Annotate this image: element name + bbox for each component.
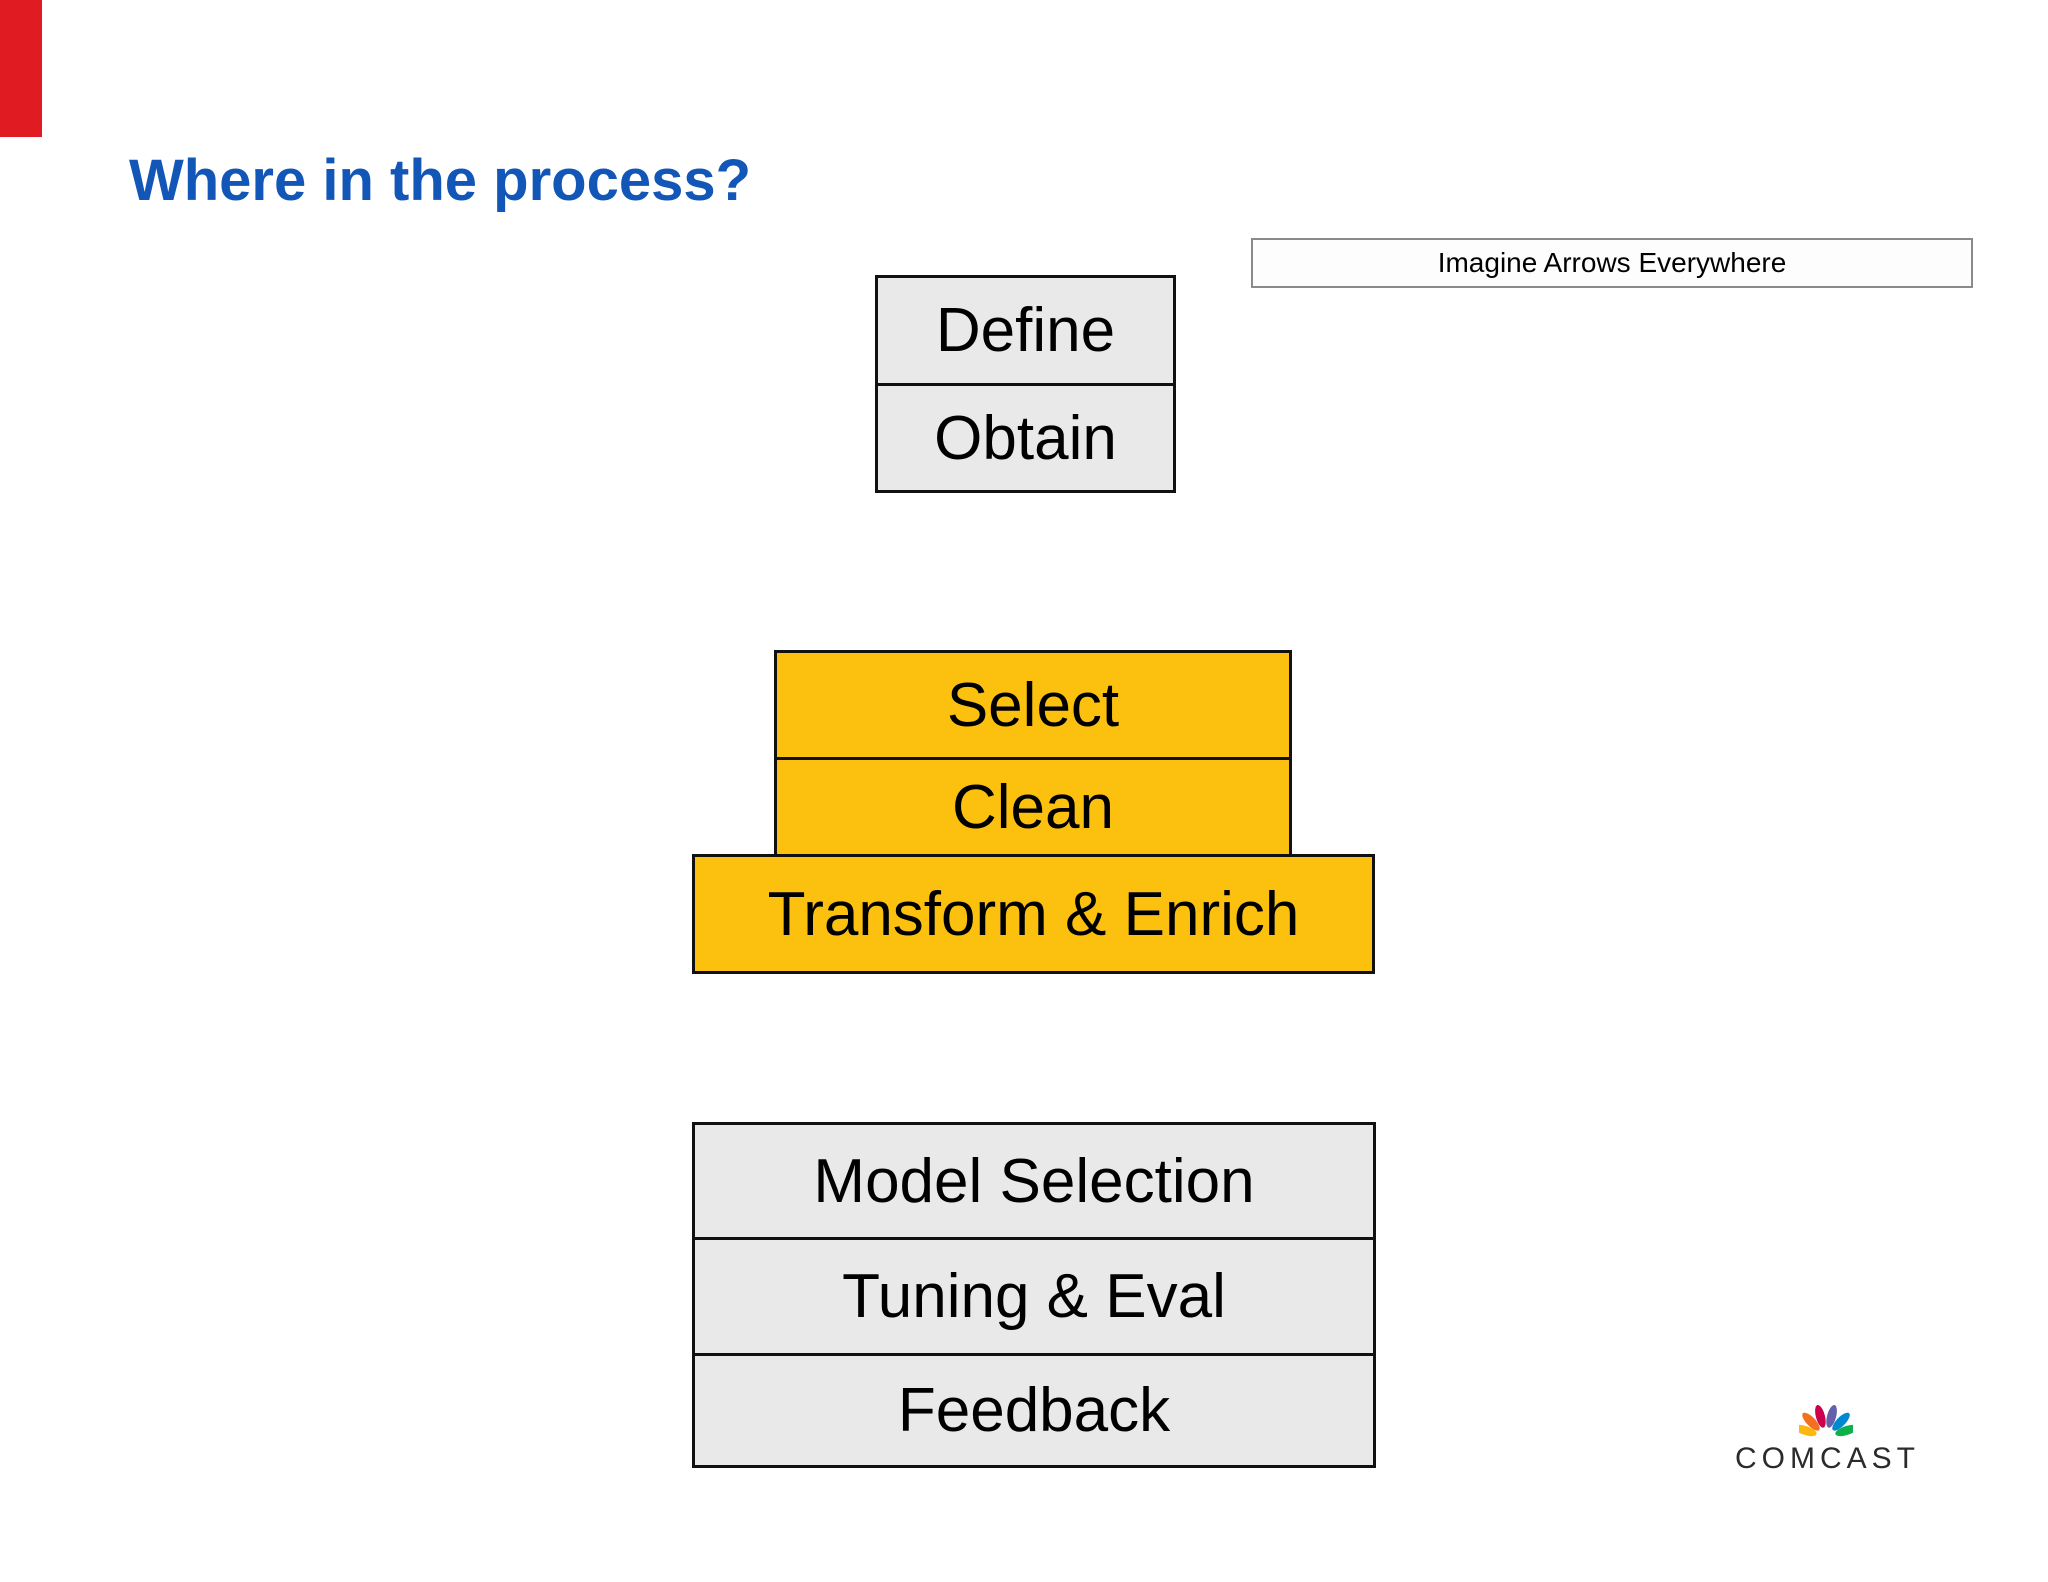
- stage-box-label: Clean: [952, 772, 1114, 842]
- stage-box-transform-enrich: Transform & Enrich: [692, 854, 1375, 974]
- stage-box-tuning-eval: Tuning & Eval: [692, 1237, 1376, 1356]
- stage-box-label: Feedback: [897, 1376, 1171, 1445]
- annotation-box: Imagine Arrows Everywhere: [1251, 238, 1973, 288]
- stage-box-label: Define: [935, 296, 1116, 365]
- slide-progress-marker: [0, 0, 42, 137]
- stage-box-obtain: Obtain: [875, 383, 1176, 493]
- stage-box-label: Obtain: [934, 403, 1117, 473]
- stage-box-model-selection: Model Selection: [692, 1122, 1376, 1240]
- stage-box-label: Select: [946, 670, 1120, 740]
- comcast-wordmark: COMCAST: [1735, 1442, 1920, 1475]
- stage-box-define: Define: [875, 275, 1176, 386]
- stage-box-clean: Clean: [774, 757, 1292, 857]
- stage-box-label: Tuning & Eval: [842, 1262, 1226, 1331]
- page-title: Where in the process?: [129, 148, 752, 213]
- stage-box-feedback: Feedback: [692, 1353, 1376, 1468]
- comcast-logo: COMCAST: [1735, 1398, 1925, 1478]
- stage-box-label: Transform & Enrich: [767, 879, 1300, 949]
- annotation-text: Imagine Arrows Everywhere: [1437, 247, 1787, 278]
- stage-box-label: Model Selection: [813, 1146, 1255, 1216]
- stage-box-select: Select: [774, 650, 1292, 760]
- nbc-peacock-icon: [1799, 1404, 1853, 1437]
